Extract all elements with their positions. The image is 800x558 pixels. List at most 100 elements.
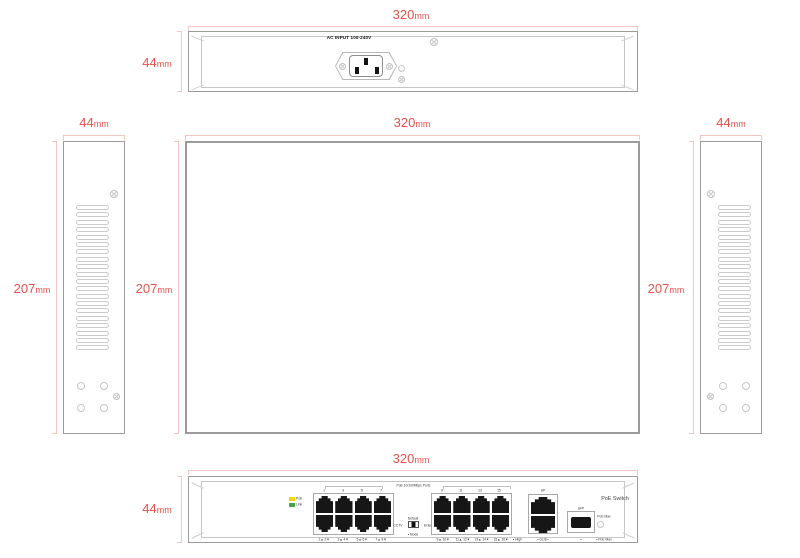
port-top-label: 7 <box>380 489 382 493</box>
rj45-port <box>316 515 333 532</box>
vent-slot <box>718 278 751 284</box>
screw-icon <box>707 190 715 198</box>
uplink-left-bottom-label: ▪ High <box>513 538 522 542</box>
vent-slot <box>76 323 109 329</box>
vent-slot <box>76 286 109 292</box>
sfp-cage <box>567 511 595 533</box>
rj45-port <box>434 496 452 513</box>
dimension-value: 44 <box>142 55 157 70</box>
right-width-dimension-line <box>700 135 762 140</box>
vent-slot <box>76 241 109 247</box>
port-group-2 <box>431 493 512 535</box>
vent-grille <box>718 205 751 351</box>
front-height-dimension: 44mm <box>138 500 176 518</box>
vent-slot <box>718 227 751 233</box>
top-height-dimension-line <box>174 141 179 434</box>
back-height-dimension-line <box>177 31 182 92</box>
ports-banner-label: PoE 10/100Mbps Ports <box>396 484 431 488</box>
uplink-top-label: UP <box>540 489 546 493</box>
screw-icon <box>430 38 438 46</box>
vent-slot <box>76 308 109 314</box>
rj45-port <box>531 516 555 533</box>
vent-slot <box>76 271 109 277</box>
vent-slot <box>76 345 109 351</box>
front-face <box>201 481 625 538</box>
vent-slot <box>718 308 751 314</box>
link-led-swatch <box>289 503 295 507</box>
left-width-dimension: 44mm <box>76 114 112 132</box>
vent-slot <box>76 301 109 307</box>
front-view-panel: PoE Link PoE 10/100Mbps Ports 1 3 5 7 1▲… <box>188 476 638 543</box>
port-top-label: 5 <box>361 489 363 493</box>
vent-slot <box>76 338 109 344</box>
dimension-unit: mm <box>669 285 685 295</box>
vent-slot <box>718 219 751 225</box>
vent-slot <box>76 278 109 284</box>
mount-hole <box>742 382 750 390</box>
mode-switch-right-label: Extend <box>423 524 435 528</box>
top-width-dimension: 320mm <box>347 114 477 132</box>
ports-banner-line-left <box>325 486 383 489</box>
left-width-dimension-line <box>63 135 125 140</box>
vent-slot <box>718 301 751 307</box>
left-height-dimension: 207mm <box>12 280 52 298</box>
rj45-port <box>373 496 391 513</box>
poe-max-bottom-label: ▪ PoE Max <box>596 538 612 542</box>
vent-slot <box>718 256 751 262</box>
dimension-unit: mm <box>157 285 173 295</box>
screw-icon <box>707 393 714 400</box>
vent-slot <box>76 315 109 321</box>
mount-hole <box>77 382 85 390</box>
mode-slide-switch <box>408 521 419 528</box>
vent-slot <box>76 205 109 210</box>
rj45-port <box>472 496 490 513</box>
mount-hole <box>77 404 85 412</box>
rj45-port <box>335 496 353 513</box>
poe-max-top-label: PoE Max <box>597 515 611 519</box>
vent-slot <box>718 249 751 255</box>
product-label: PoE Switch <box>601 496 629 502</box>
vent-slot <box>76 227 109 233</box>
vent-grille <box>76 205 109 351</box>
dimension-unit: mm <box>156 59 172 69</box>
port-bottom-label: 1▲ 2▼ <box>318 538 330 542</box>
rj45-port <box>453 496 471 513</box>
ground-screw-icon <box>398 65 405 72</box>
vent-slot <box>718 330 751 336</box>
dimension-unit: mm <box>415 119 431 129</box>
dimension-value: 207 <box>135 281 158 296</box>
back-height-dimension: 44mm <box>138 54 176 72</box>
ac-input-label: AC INPUT 100-240V <box>326 36 372 41</box>
top-width-dimension-line <box>185 135 640 140</box>
rj45-port <box>374 515 391 532</box>
vent-slot <box>718 345 751 351</box>
port-bottom-label: 7▲ 8▼ <box>375 538 387 542</box>
port-top-label: 3 <box>342 489 344 493</box>
dimension-value: 44 <box>79 115 94 130</box>
dimension-unit: mm <box>414 455 430 465</box>
rj45-port <box>354 496 372 513</box>
port-top-label: 15 <box>497 489 501 493</box>
right-width-dimension: 44mm <box>713 114 749 132</box>
dimension-value: 207 <box>13 281 36 296</box>
ports-banner-line-right <box>443 486 511 489</box>
vent-slot <box>718 286 751 292</box>
port-bottom-label: 15▲ 16▼ <box>493 538 509 542</box>
dimension-value: 320 <box>393 115 416 130</box>
back-width-dimension-line <box>188 26 638 31</box>
mode-switch-title: Default <box>407 517 419 521</box>
vent-slot <box>718 264 751 270</box>
dimension-value: 207 <box>647 281 670 296</box>
vent-slot <box>718 338 751 344</box>
port-bottom-label: 11▲ 12▼ <box>455 538 471 542</box>
inlet-screw-icon <box>386 63 393 70</box>
dimension-unit: mm <box>156 505 172 515</box>
mount-hole <box>100 382 108 390</box>
vent-slot <box>76 212 109 218</box>
dimension-value: 44 <box>716 115 731 130</box>
screw-icon <box>113 393 120 400</box>
vent-slot <box>718 323 751 329</box>
port-group-1 <box>313 493 394 535</box>
mount-hole <box>719 404 727 412</box>
port-bottom-label: 9▲ 10▼ <box>436 538 450 542</box>
